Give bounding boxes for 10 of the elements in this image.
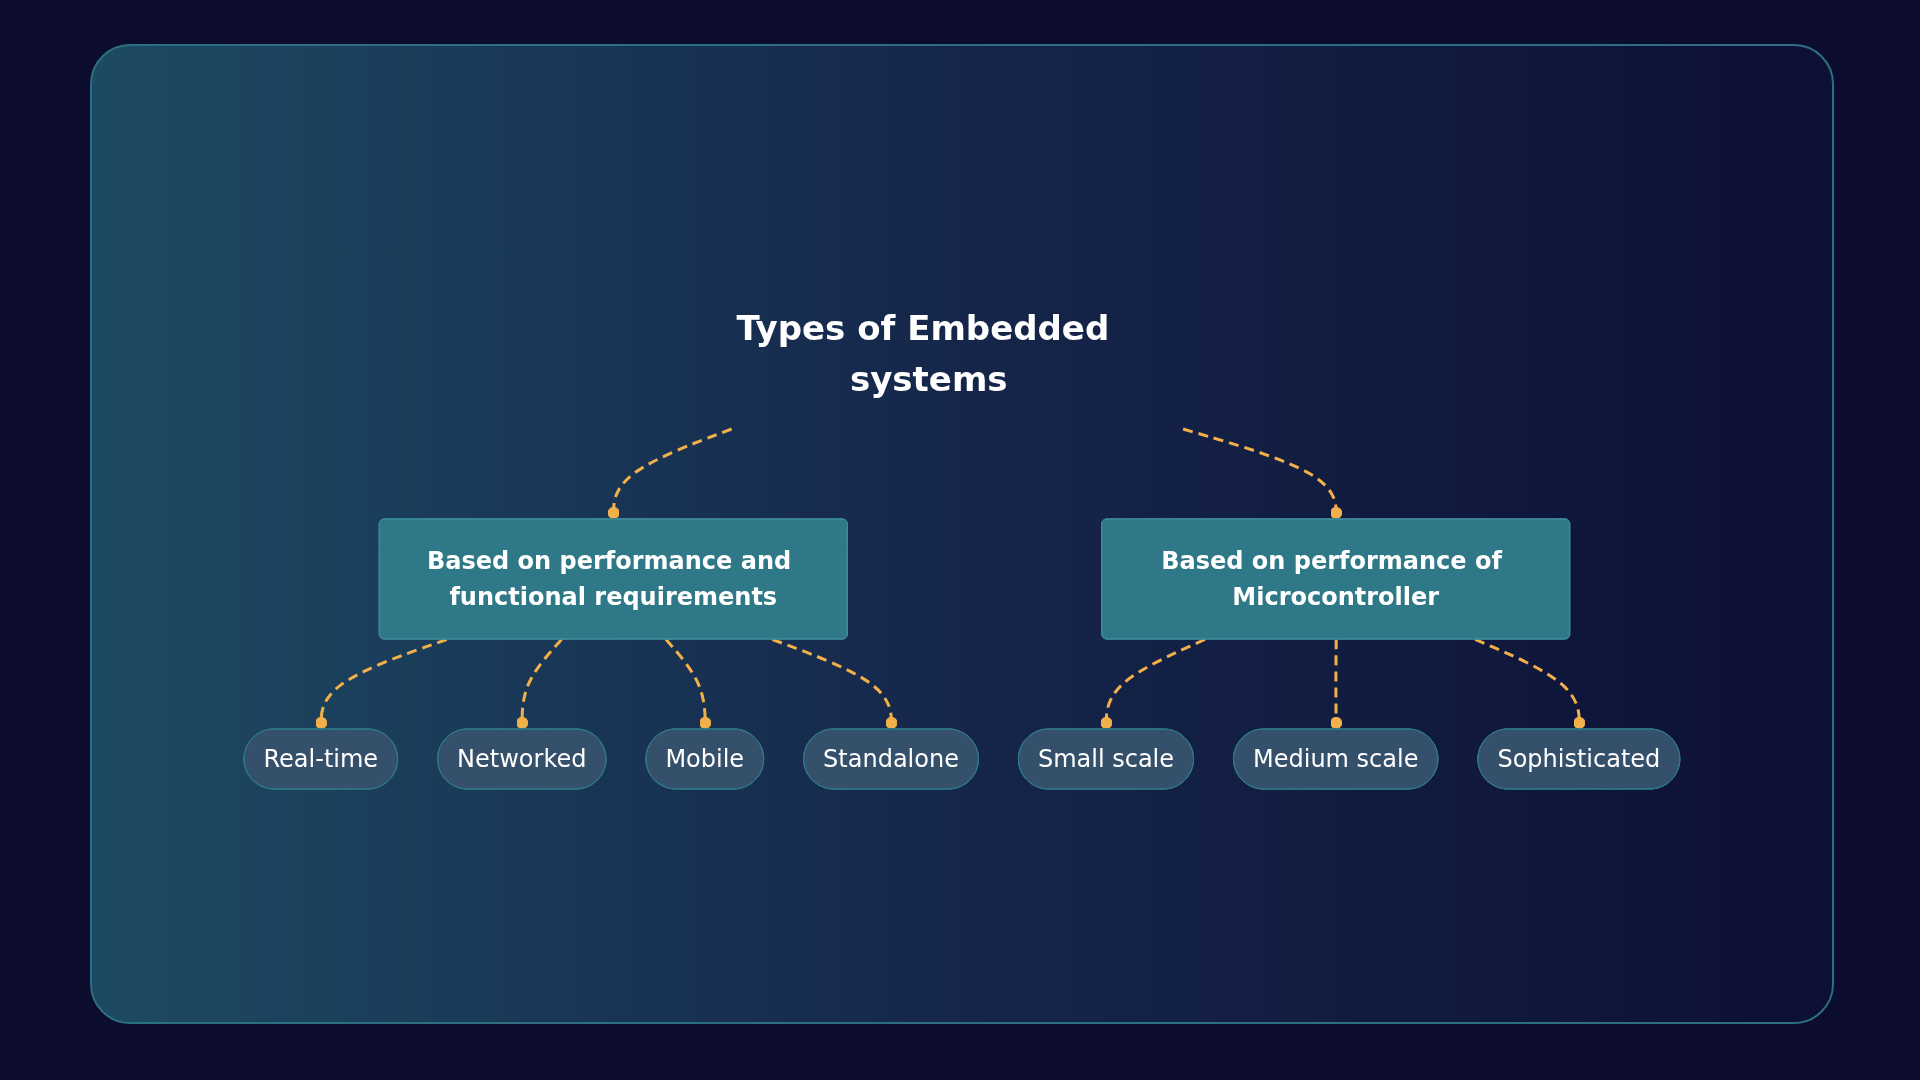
connector bbox=[607, 427, 733, 520]
connector bbox=[1330, 639, 1343, 730]
connector bbox=[1182, 427, 1343, 520]
connector bbox=[315, 638, 448, 730]
connector bbox=[665, 638, 712, 730]
connector bbox=[772, 638, 898, 730]
connector bbox=[1474, 638, 1586, 730]
node-text: Types of Embedded systems bbox=[736, 308, 1110, 399]
connector bbox=[516, 638, 563, 730]
connector bbox=[1100, 638, 1206, 730]
